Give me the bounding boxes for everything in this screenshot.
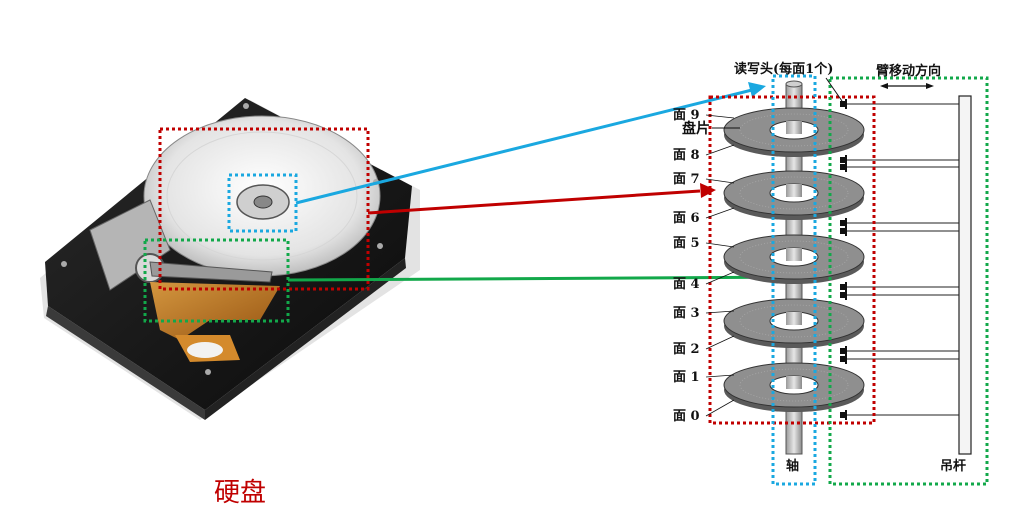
disk-schematic: 读写头(每面1个) 臂移动方向 盘片 面 9 面 8 面 7 面 6 面 5 面 4 面 3… <box>673 61 989 486</box>
hdd-hub-center <box>253 195 273 209</box>
read-write-head <box>840 348 847 354</box>
surface-leader <box>705 242 735 248</box>
spindle-top <box>785 80 803 88</box>
hdd-actuator-arm <box>149 261 273 283</box>
surface-leader <box>705 178 735 184</box>
hdd-voice-coil <box>89 199 171 291</box>
surface-leader <box>705 335 735 350</box>
hdd-front-edge <box>205 258 406 420</box>
surface-leader <box>705 144 735 156</box>
read-write-head <box>840 164 847 170</box>
connecting-arrows <box>287 82 816 284</box>
platter-texture <box>739 304 849 338</box>
platter-texture <box>739 176 849 210</box>
spindle-segment <box>786 184 802 197</box>
spindle-label: 轴 <box>786 458 799 474</box>
surface-label: 面 7 <box>673 172 700 187</box>
read-write-head <box>840 412 847 418</box>
read-write-head <box>840 220 847 226</box>
read-write-head <box>840 228 847 234</box>
hard-disk-caption: 硬盘 <box>214 478 267 508</box>
arm-direction-arrow <box>880 83 934 89</box>
surface-label: 面 5 <box>673 236 700 251</box>
surface-label: 面 0 <box>673 409 700 424</box>
surface-leader <box>705 114 735 119</box>
read-write-head <box>840 292 847 298</box>
spindle-segment <box>786 248 802 261</box>
surface-label: 面 9 <box>673 108 700 123</box>
surface-label: 面 8 <box>673 148 700 163</box>
spindle-frame <box>771 74 817 486</box>
platter-frame <box>708 95 876 425</box>
read-write-head <box>840 284 847 290</box>
platter-stack <box>723 107 865 412</box>
screw <box>243 103 249 109</box>
hdd-connector <box>187 342 223 358</box>
head-label-leader <box>825 77 843 102</box>
hard-disk-photo <box>40 98 420 420</box>
screw <box>205 369 211 375</box>
actuator-highlight-box <box>143 238 290 323</box>
screw <box>61 261 67 267</box>
read-write-head <box>840 356 847 362</box>
read-write-head <box>840 157 847 163</box>
red-arrow-head <box>700 183 716 198</box>
surface-leader <box>705 310 735 314</box>
platter-texture <box>739 368 849 402</box>
hub-highlight-box <box>227 173 298 233</box>
surface-leader <box>705 207 735 219</box>
blue-arrow-head <box>748 82 766 97</box>
platter-label: 盘片 <box>682 120 710 137</box>
spindle-segment <box>786 312 802 325</box>
head-label: 读写头(每面1个) <box>734 61 833 77</box>
surface-labels: 面 9 面 8 面 7 面 6 面 5 面 4 面 3 面 2 面 1 面 0 <box>673 108 735 424</box>
hdd-side-edge <box>46 306 205 420</box>
boom-label: 吊杆 <box>940 458 966 474</box>
read-write-head <box>840 101 847 107</box>
platter-texture <box>739 240 849 274</box>
spindle-segment <box>786 121 802 134</box>
surface-label: 面 1 <box>673 370 700 385</box>
surface-leader <box>705 399 735 417</box>
surface-label: 面 3 <box>673 306 700 321</box>
hdd-platter-ring <box>166 131 358 261</box>
platter-highlight-box <box>158 127 370 291</box>
screw <box>377 243 383 249</box>
surface-label: 面 2 <box>673 342 700 357</box>
surface-leader <box>705 374 735 378</box>
arm-frame <box>828 76 989 486</box>
boom-bar <box>958 95 972 455</box>
red-arrow <box>367 189 701 215</box>
platter-texture <box>739 113 849 147</box>
arm-direction-label: 臂移动方向 <box>876 63 941 79</box>
surface-label: 面 4 <box>673 277 700 292</box>
head-arms <box>840 99 959 420</box>
green-arrow <box>287 275 801 282</box>
hdd-flex-cable <box>150 282 280 340</box>
blue-arrow <box>295 88 753 205</box>
surface-label: 面 6 <box>673 211 700 226</box>
spindle-segment <box>786 376 802 389</box>
surface-leader <box>705 271 735 285</box>
